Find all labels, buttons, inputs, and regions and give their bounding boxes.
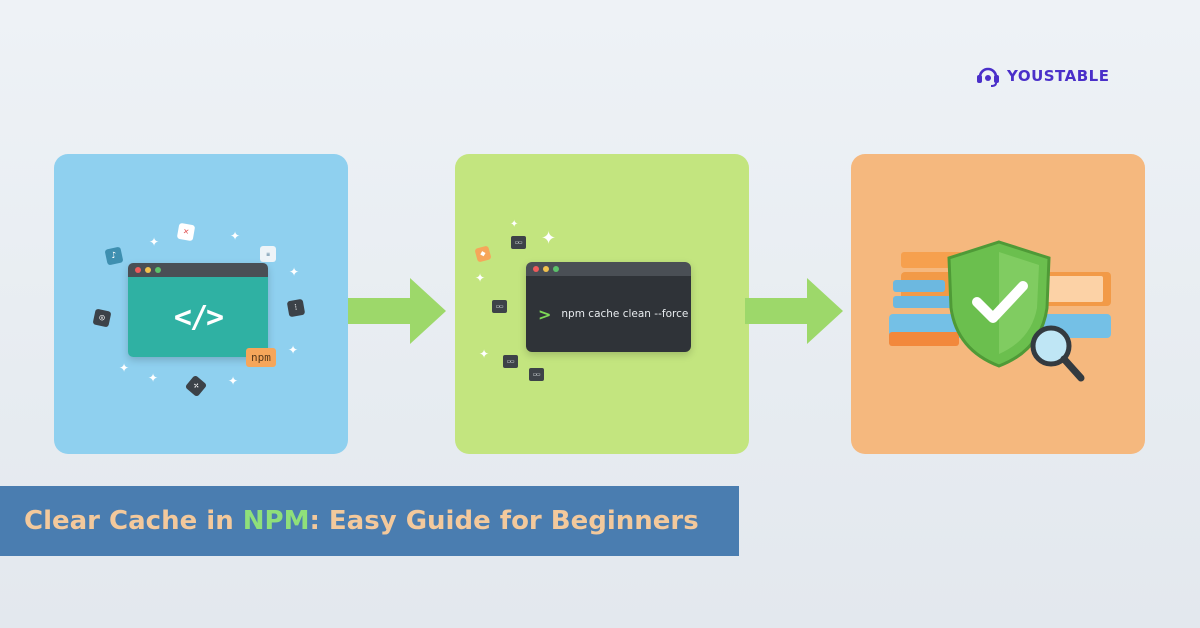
brand-name: YOUSTABLE (1007, 67, 1110, 85)
sparkle-icon: ✦ (288, 343, 299, 357)
headset-logo-icon (977, 67, 999, 87)
npm-badge: npm (246, 348, 276, 367)
title-part-2: : Easy Guide for Beginners (309, 506, 699, 536)
sparkle-icon: ✦ (475, 271, 486, 285)
window-close-dot (533, 266, 539, 272)
title-highlight: NPM (242, 506, 310, 536)
code-chip: ▭▭ (529, 368, 545, 381)
list-tile-icon: ⁝ (286, 298, 306, 318)
terminal-window: > npm cache clean --force (526, 262, 691, 352)
title-part-1: Clear Cache in (24, 506, 243, 536)
window-maximize-dot (155, 267, 161, 273)
sparkle-icon: ✦ (228, 374, 239, 388)
code-chip: ▭▭ (492, 300, 508, 313)
prompt-icon: > (538, 304, 552, 324)
terminal-body: > npm cache clean --force (526, 276, 691, 352)
tool-tile-icon: ✢ (184, 374, 208, 398)
code-editor-window: </> (128, 263, 268, 357)
terminal-command: npm cache clean --force (561, 308, 689, 320)
sparkle-icon: ✦ (479, 347, 490, 361)
sparkle-icon: ✦ (230, 229, 241, 243)
clip-tile-icon: ◎ (92, 308, 112, 328)
code-body: </> (128, 277, 268, 357)
window-titlebar (526, 262, 691, 276)
verified-cache-illustration (889, 240, 1111, 382)
close-tile-icon: ✕ (176, 222, 196, 242)
step-panel-code: ✦ ✦ ✦ ✦ ✦ ✦ ✦ ♪ ✕ ≡ ◎ ⁝ ✢ </> npm (54, 154, 348, 454)
sparkle-icon: ✦ (119, 361, 130, 375)
window-minimize-dot (543, 266, 549, 272)
arrow-right-icon (348, 278, 446, 344)
sparkle-icon: ✦ (149, 235, 160, 249)
window-titlebar (128, 263, 268, 277)
page-title: Clear Cache in NPM: Easy Guide for Begin… (24, 506, 699, 536)
doc-tile-icon: ≡ (260, 246, 276, 262)
window-close-dot (135, 267, 141, 273)
sparkle-icon: ✦ (148, 371, 159, 385)
sparkle-icon: ✦ (541, 228, 557, 249)
sparkle-icon: ✦ (510, 219, 519, 230)
arrow-right-icon (745, 278, 843, 344)
window-minimize-dot (145, 267, 151, 273)
code-chip: ▭▭ (511, 236, 527, 249)
file-tile-icon: ♪ (104, 246, 124, 266)
window-maximize-dot (553, 266, 559, 272)
shield-check-icon (947, 240, 1051, 368)
code-chip: ▭▭ (503, 355, 519, 368)
code-brackets-icon: </> (173, 299, 224, 335)
brand-logo: YOUSTABLE (975, 64, 1109, 88)
sparkle-icon: ✦ (289, 265, 300, 279)
magnifier-icon (1030, 325, 1085, 382)
tag-tile-icon: ◆ (474, 245, 492, 263)
step-panel-shield (851, 154, 1145, 454)
step-panel-terminal: ✦ ✦ ✦ ✦ ✦ ✦ ★ ◆ ▭▭ ▭▭ ▭▭ ▭▭ > npm cache … (455, 154, 749, 454)
title-banner: Clear Cache in NPM: Easy Guide for Begin… (0, 486, 739, 556)
